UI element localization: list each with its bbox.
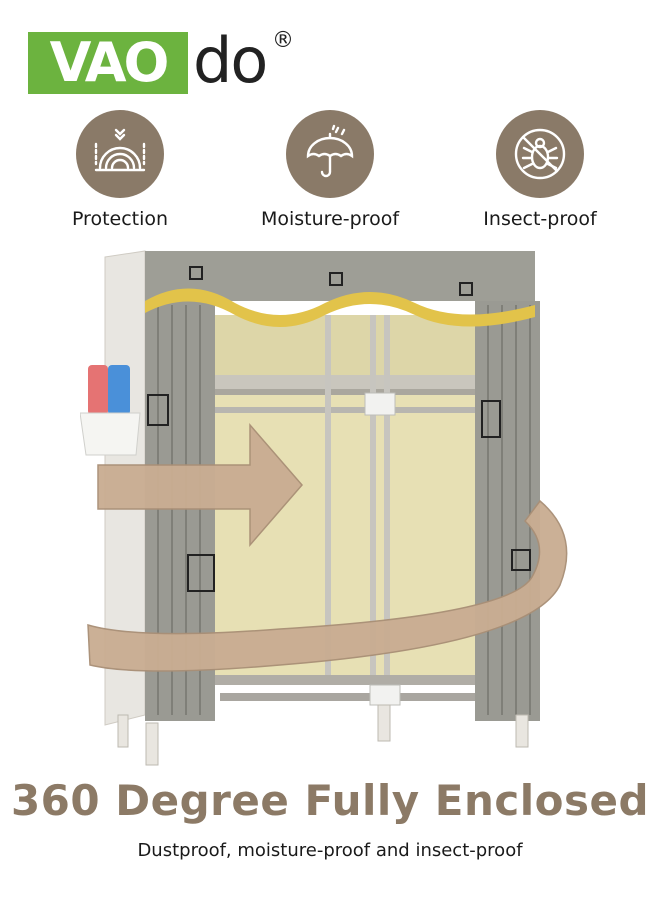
feature-protection: Protection: [30, 110, 210, 230]
top-square-decor: [329, 272, 343, 286]
shelf-edge: [215, 389, 475, 395]
valance-lace: [145, 288, 535, 327]
headline: 360 Degree Fully Enclosed: [10, 776, 650, 825]
pole-connector: [364, 392, 396, 416]
curtain-square-decor: [187, 554, 215, 592]
pocket-bottle-red: [88, 365, 108, 415]
wardrobe-leg: [117, 714, 129, 748]
wardrobe-illustration: [80, 250, 568, 766]
umbrella-rain-icon: [286, 110, 374, 198]
feature-row: Protection Moisture-proof: [0, 110, 660, 240]
top-square-decor: [459, 282, 473, 296]
feature-label: Moisture-proof: [260, 208, 400, 230]
brand-logo: VAO do ®: [28, 26, 328, 96]
center-pole: [370, 315, 376, 675]
curtain-square-decor: [511, 549, 531, 571]
top-square-decor: [189, 266, 203, 280]
logo-green-box: VAO: [28, 32, 188, 94]
wardrobe-leg: [145, 722, 159, 766]
wrap-arrow-head: [97, 422, 303, 548]
center-pole: [384, 315, 390, 675]
logo-box-text: VAO: [49, 31, 170, 94]
feature-moisture-proof: Moisture-proof: [240, 110, 420, 230]
upper-shelf-space: [215, 315, 475, 375]
feature-label: Protection: [71, 208, 169, 230]
bottom-rod: [220, 693, 480, 701]
logo-tail-text: do: [193, 24, 268, 97]
right-curtain-folds: [487, 305, 531, 715]
subline: Dustproof, moisture-proof and insect-pro…: [137, 840, 523, 861]
feature-insect-proof: Insect-proof: [450, 110, 630, 230]
curtain-square-decor: [481, 400, 501, 438]
bottom-bar: [215, 675, 475, 685]
feature-label: Insect-proof: [483, 208, 597, 230]
hanging-rod: [215, 407, 475, 413]
bottom-connector: [369, 684, 401, 706]
wardrobe-leg: [377, 704, 391, 742]
wrap-arrow-band: [87, 499, 568, 672]
no-bug-icon: [496, 110, 584, 198]
center-pole: [325, 315, 331, 675]
wardrobe-leg: [515, 714, 529, 748]
wardrobe-shelf: [215, 375, 475, 389]
pocket-bottle-blue: [108, 365, 130, 415]
registered-mark: ®: [272, 28, 294, 53]
layered-protection-icon: [76, 110, 164, 198]
curtain-square-decor: [147, 394, 169, 426]
side-pocket: [80, 412, 141, 456]
